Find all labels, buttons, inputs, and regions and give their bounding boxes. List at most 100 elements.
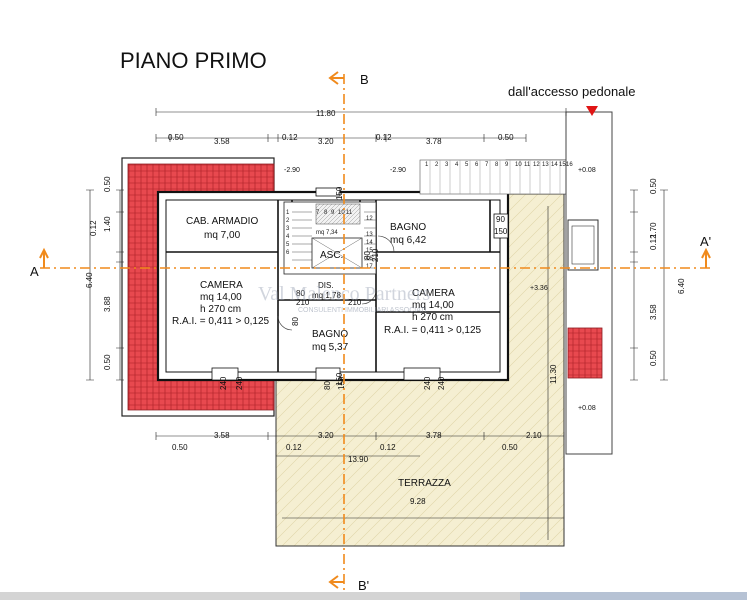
- svg-text:14: 14: [551, 162, 558, 168]
- svg-text:5: 5: [465, 162, 469, 168]
- svg-text:9: 9: [505, 162, 509, 168]
- svg-text:0.50: 0.50: [103, 354, 112, 370]
- room-asc-name: ASC.: [320, 250, 343, 261]
- svg-text:15: 15: [559, 162, 566, 168]
- svg-text:80: 80: [323, 381, 332, 390]
- svg-text:8: 8: [495, 162, 499, 168]
- access-path: [565, 111, 613, 455]
- internal-stair-numbers: 1 2 3 4 5 6 7 8 9 10 11 12 13 14 15 16 1…: [286, 210, 373, 270]
- svg-text:7: 7: [316, 210, 320, 216]
- svg-text:12: 12: [533, 162, 540, 168]
- room-camera-ovest-name: CAMERA: [200, 280, 243, 291]
- room-cab-armadio-name: CAB. ARMADIO: [186, 216, 258, 227]
- exterior-stairs: [419, 159, 571, 195]
- dim-terrace-depth: 11.30: [549, 364, 558, 384]
- svg-text:8: 8: [324, 210, 328, 216]
- svg-text:0.50: 0.50: [168, 133, 184, 142]
- opening-labels: 240 240 80 150 240 240 90 150 210 80 210…: [219, 186, 508, 390]
- svg-text:210: 210: [371, 248, 380, 262]
- dim-bottom-total: 13.90: [348, 455, 369, 464]
- dim-top-chain: 0.50 3.58 0.12 3.20 0.12 3.78 0.50: [168, 133, 514, 146]
- plan-title: PIANO PRIMO: [120, 48, 267, 73]
- level-pos-2: +0.08: [578, 405, 596, 412]
- svg-text:5: 5: [286, 242, 290, 248]
- svg-text:3.88: 3.88: [103, 296, 112, 312]
- room-cab-armadio-area: mq 7,00: [204, 230, 241, 241]
- svg-text:150: 150: [335, 186, 344, 200]
- svg-text:0.50: 0.50: [649, 350, 658, 366]
- svg-text:2.10: 2.10: [526, 431, 542, 440]
- dim-top-total: 11.80: [316, 109, 336, 118]
- svg-text:1.70: 1.70: [649, 222, 658, 238]
- svg-text:90: 90: [496, 215, 505, 224]
- section-mark-b-prime: B': [358, 578, 369, 593]
- svg-text:3.58: 3.58: [214, 137, 230, 146]
- section-arrow-icons: [39, 71, 711, 589]
- room-camera-ovest-rai: R.A.I. = 0,411 > 0,125: [172, 316, 270, 327]
- watermark-sub: CONSULENTI IMMOBILIARI ASSOCIATI: [298, 307, 427, 314]
- door-swings: [277, 235, 395, 331]
- wall-openings: [211, 187, 509, 381]
- svg-text:4: 4: [455, 162, 459, 168]
- room-bagno-nord-area: mq 6,42: [390, 235, 427, 246]
- svg-text:240: 240: [219, 376, 228, 390]
- svg-text:15: 15: [366, 248, 373, 254]
- svg-text:10: 10: [338, 210, 345, 216]
- svg-text:11: 11: [524, 162, 531, 168]
- svg-text:0.12: 0.12: [376, 133, 392, 142]
- svg-text:80: 80: [291, 317, 300, 326]
- dim-terrace-width: 9.28: [410, 497, 426, 506]
- svg-text:11: 11: [346, 210, 353, 216]
- room-camera-ovest-height: h 270 cm: [200, 304, 241, 315]
- access-marker-icon: [586, 106, 598, 116]
- svg-text:0.12: 0.12: [282, 133, 298, 142]
- room-bagno-nord-name: BAGNO: [390, 222, 426, 233]
- room-dis-area: mq 1,78: [312, 291, 341, 300]
- svg-text:210: 210: [296, 298, 310, 307]
- svg-text:13: 13: [366, 232, 373, 238]
- svg-text:2: 2: [286, 218, 290, 224]
- dim-left-chain: 0.50 1.40 0.12 3.88 0.50: [89, 176, 112, 370]
- section-mark-b: B: [360, 72, 369, 87]
- svg-text:17: 17: [366, 264, 373, 270]
- stair-area: mq 7,34: [316, 230, 338, 236]
- dim-right-total: 6.40: [677, 278, 686, 294]
- level-mid: +3.36: [530, 285, 548, 292]
- svg-text:3.58: 3.58: [214, 431, 230, 440]
- svg-text:240: 240: [235, 376, 244, 390]
- room-dis-name: DIS.: [318, 281, 334, 290]
- access-window-1-inner: [571, 225, 595, 265]
- svg-text:0.12: 0.12: [649, 234, 658, 250]
- room-camera-est-height: h 270 cm: [412, 312, 453, 323]
- staircase: [283, 201, 377, 275]
- svg-text:3.20: 3.20: [318, 137, 334, 146]
- room-camera-ovest-area: mq 14,00: [200, 292, 242, 303]
- access-red-patch: [567, 327, 603, 379]
- svg-text:1: 1: [425, 162, 429, 168]
- svg-text:6: 6: [475, 162, 479, 168]
- svg-text:16: 16: [366, 256, 373, 262]
- svg-text:13: 13: [542, 162, 549, 168]
- svg-text:1: 1: [286, 210, 290, 216]
- svg-text:80: 80: [363, 251, 372, 260]
- svg-text:0.12: 0.12: [380, 443, 396, 452]
- svg-text:0.50: 0.50: [103, 176, 112, 192]
- dimension-lines: [86, 108, 668, 540]
- bottom-strip-right: [520, 592, 747, 600]
- room-bagno-sud-area: mq 5,37: [312, 342, 349, 353]
- svg-text:240: 240: [423, 376, 432, 390]
- svg-text:210: 210: [348, 298, 362, 307]
- exterior-step-numbers: 1 2 3 4 5 6 7 8 9 10 11 12 13 14 15 16: [425, 162, 573, 168]
- section-mark-a-prime: A': [700, 234, 711, 249]
- svg-text:10: 10: [515, 162, 522, 168]
- svg-text:0.50: 0.50: [498, 133, 514, 142]
- access-label: dall'accesso pedonale: [508, 84, 636, 99]
- svg-text:0.50: 0.50: [502, 443, 518, 452]
- svg-text:4: 4: [286, 234, 290, 240]
- svg-text:3: 3: [286, 226, 290, 232]
- section-mark-a: A: [30, 264, 39, 279]
- level-neg-2: -2.90: [390, 167, 406, 174]
- svg-text:3: 3: [445, 162, 449, 168]
- svg-text:0.12: 0.12: [89, 220, 98, 236]
